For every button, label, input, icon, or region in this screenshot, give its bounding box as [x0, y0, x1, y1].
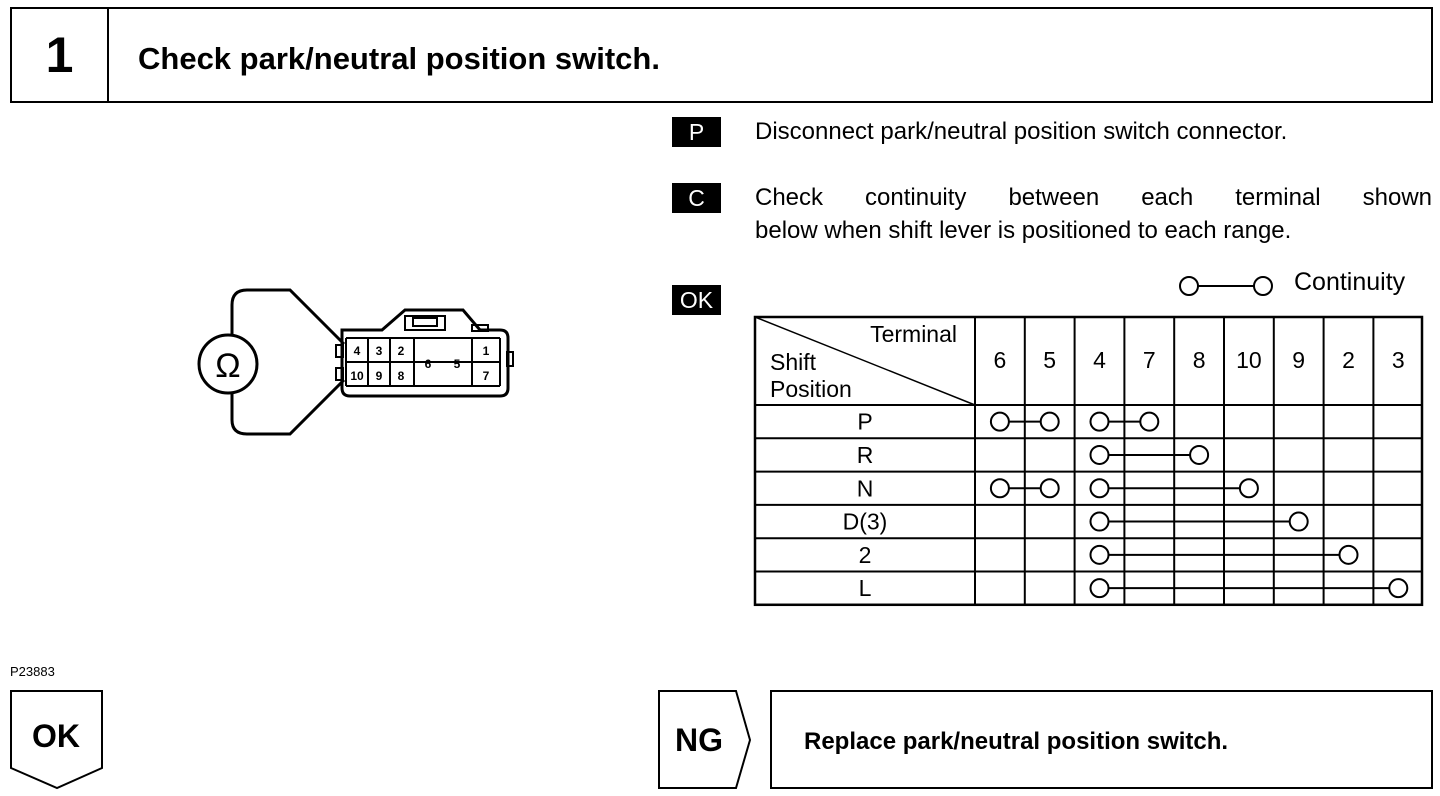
continuity-terminal-3 — [1388, 578, 1409, 599]
column-header-6: 6 — [994, 347, 1007, 373]
ohmmeter-icon — [197, 288, 346, 436]
terminal-10: 10 — [350, 369, 364, 383]
step-title: Check park/neutral position switch. — [138, 41, 660, 76]
row-label-2: 2 — [859, 542, 872, 568]
terminal-7: 7 — [483, 369, 490, 383]
continuity-terminal-6 — [989, 411, 1010, 432]
step-number: 1 — [12, 9, 109, 101]
tag-ok: OK — [672, 285, 721, 315]
continuity-terminal-5 — [1039, 478, 1060, 499]
continuity-terminal-9 — [1288, 511, 1309, 532]
terminal-5: 5 — [454, 357, 461, 371]
instruction-disconnect: Disconnect park/neutral position switch … — [755, 118, 1288, 145]
column-header-5: 5 — [1043, 347, 1056, 373]
continuity-terminal-5 — [1039, 411, 1060, 432]
continuity-terminal-8 — [1189, 444, 1210, 465]
continuity-terminal-4 — [1089, 578, 1110, 599]
connector-body — [335, 308, 514, 398]
column-header-8: 8 — [1193, 347, 1206, 373]
instruction-check-line2: below when shift lever is positioned to … — [755, 217, 1292, 244]
table-border — [753, 315, 1424, 607]
row-label-R: R — [857, 442, 874, 468]
terminal-8: 8 — [398, 369, 405, 383]
ok-badge-shape-icon — [10, 690, 103, 790]
corner-shift-label: Shift — [770, 349, 817, 375]
continuity-terminal-4 — [1089, 511, 1110, 532]
instruction-check-line1: Check continuity between each terminal s… — [755, 184, 1432, 211]
ng-action-text: Replace park/neutral position switch. — [804, 728, 1229, 755]
column-header-9: 9 — [1292, 347, 1305, 373]
continuity-terminal-2 — [1338, 544, 1359, 565]
ng-result-label: NG — [675, 722, 723, 758]
terminal-2: 2 — [398, 344, 405, 358]
continuity-terminal-4 — [1089, 478, 1110, 499]
continuity-terminal-4 — [1089, 411, 1110, 432]
corner-diagonal — [754, 316, 976, 406]
ng-result-badge: NG — [658, 690, 752, 790]
continuity-terminal-10 — [1238, 478, 1259, 499]
continuity-symbol-icon — [1179, 276, 1273, 296]
row-label-N: N — [857, 475, 874, 501]
terminal-6: 6 — [425, 357, 432, 371]
column-header-7: 7 — [1143, 347, 1156, 373]
ok-result-badge: OK — [10, 690, 104, 790]
terminal-9: 9 — [376, 369, 383, 383]
column-header-3: 3 — [1392, 347, 1405, 373]
tag-p: P — [672, 117, 721, 147]
column-header-4: 4 — [1093, 347, 1106, 373]
continuity-terminal-4 — [1089, 444, 1110, 465]
ng-badge-shape-icon — [658, 690, 752, 789]
continuity-terminal-7 — [1139, 411, 1160, 432]
ng-action-box: Replace park/neutral position switch. — [770, 690, 1433, 789]
ohm-symbol: Ω — [215, 347, 240, 385]
step-header: 1 Check park/neutral position switch. — [10, 7, 1433, 103]
continuity-terminal-4 — [1089, 544, 1110, 565]
row-label-D(3): D(3) — [843, 509, 888, 535]
column-header-2: 2 — [1342, 347, 1355, 373]
tag-c: C — [672, 183, 721, 213]
terminal-4: 4 — [354, 344, 361, 358]
terminal-3: 3 — [376, 344, 383, 358]
corner-position-label: Position — [770, 376, 852, 402]
corner-terminal-label: Terminal — [870, 321, 957, 347]
row-label-L: L — [859, 575, 872, 601]
ok-result-label: OK — [32, 718, 80, 754]
column-header-10: 10 — [1236, 347, 1262, 373]
figure-code: P23883 — [10, 664, 55, 679]
row-label-P: P — [857, 409, 872, 435]
terminal-1: 1 — [483, 344, 490, 358]
continuity-legend: Continuity — [1174, 268, 1434, 300]
continuity-terminal-6 — [989, 478, 1010, 499]
legend-label: Continuity — [1294, 268, 1406, 296]
